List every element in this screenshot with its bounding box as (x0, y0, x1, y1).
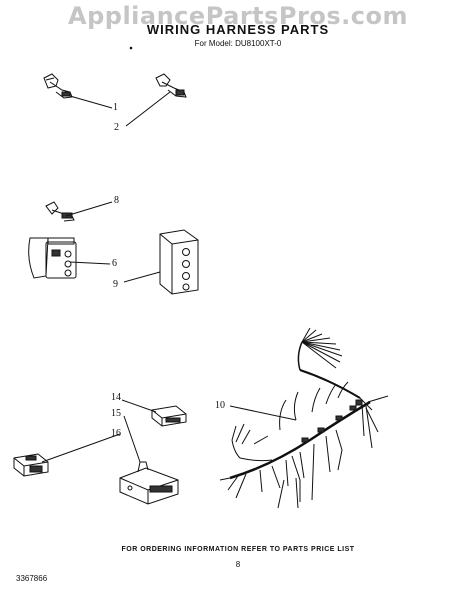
callout-2: 2 (114, 122, 119, 133)
callout-8: 8 (114, 195, 119, 206)
part-wiring-harness-10 (219, 327, 389, 509)
page-number: 8 (235, 560, 241, 569)
part-connector-15 (119, 461, 179, 505)
part-terminal-2 (155, 73, 187, 98)
callout-9: 9 (113, 279, 118, 290)
part-plug-9 (159, 229, 199, 295)
part-terminal-1 (43, 73, 73, 99)
model-label: For Model: DU8100XT-0 (194, 39, 282, 48)
callout-15: 15 (111, 408, 121, 419)
page-title: WIRING HARNESS PARTS (146, 22, 330, 37)
callout-6: 6 (112, 258, 117, 269)
part-terminal-8 (45, 201, 75, 222)
document-number: 3367866 (16, 574, 48, 583)
leader-lines (41, 91, 297, 463)
ordering-note: FOR ORDERING INFORMATION REFER TO PARTS … (121, 546, 355, 553)
part-connector-16 (13, 453, 49, 477)
part-connector-6 (28, 237, 77, 279)
callout-14: 14 (111, 392, 121, 403)
part-connector-14 (151, 405, 187, 427)
callout-10: 10 (215, 400, 225, 411)
callout-1: 1 (113, 102, 118, 113)
callout-16: 16 (111, 428, 121, 439)
